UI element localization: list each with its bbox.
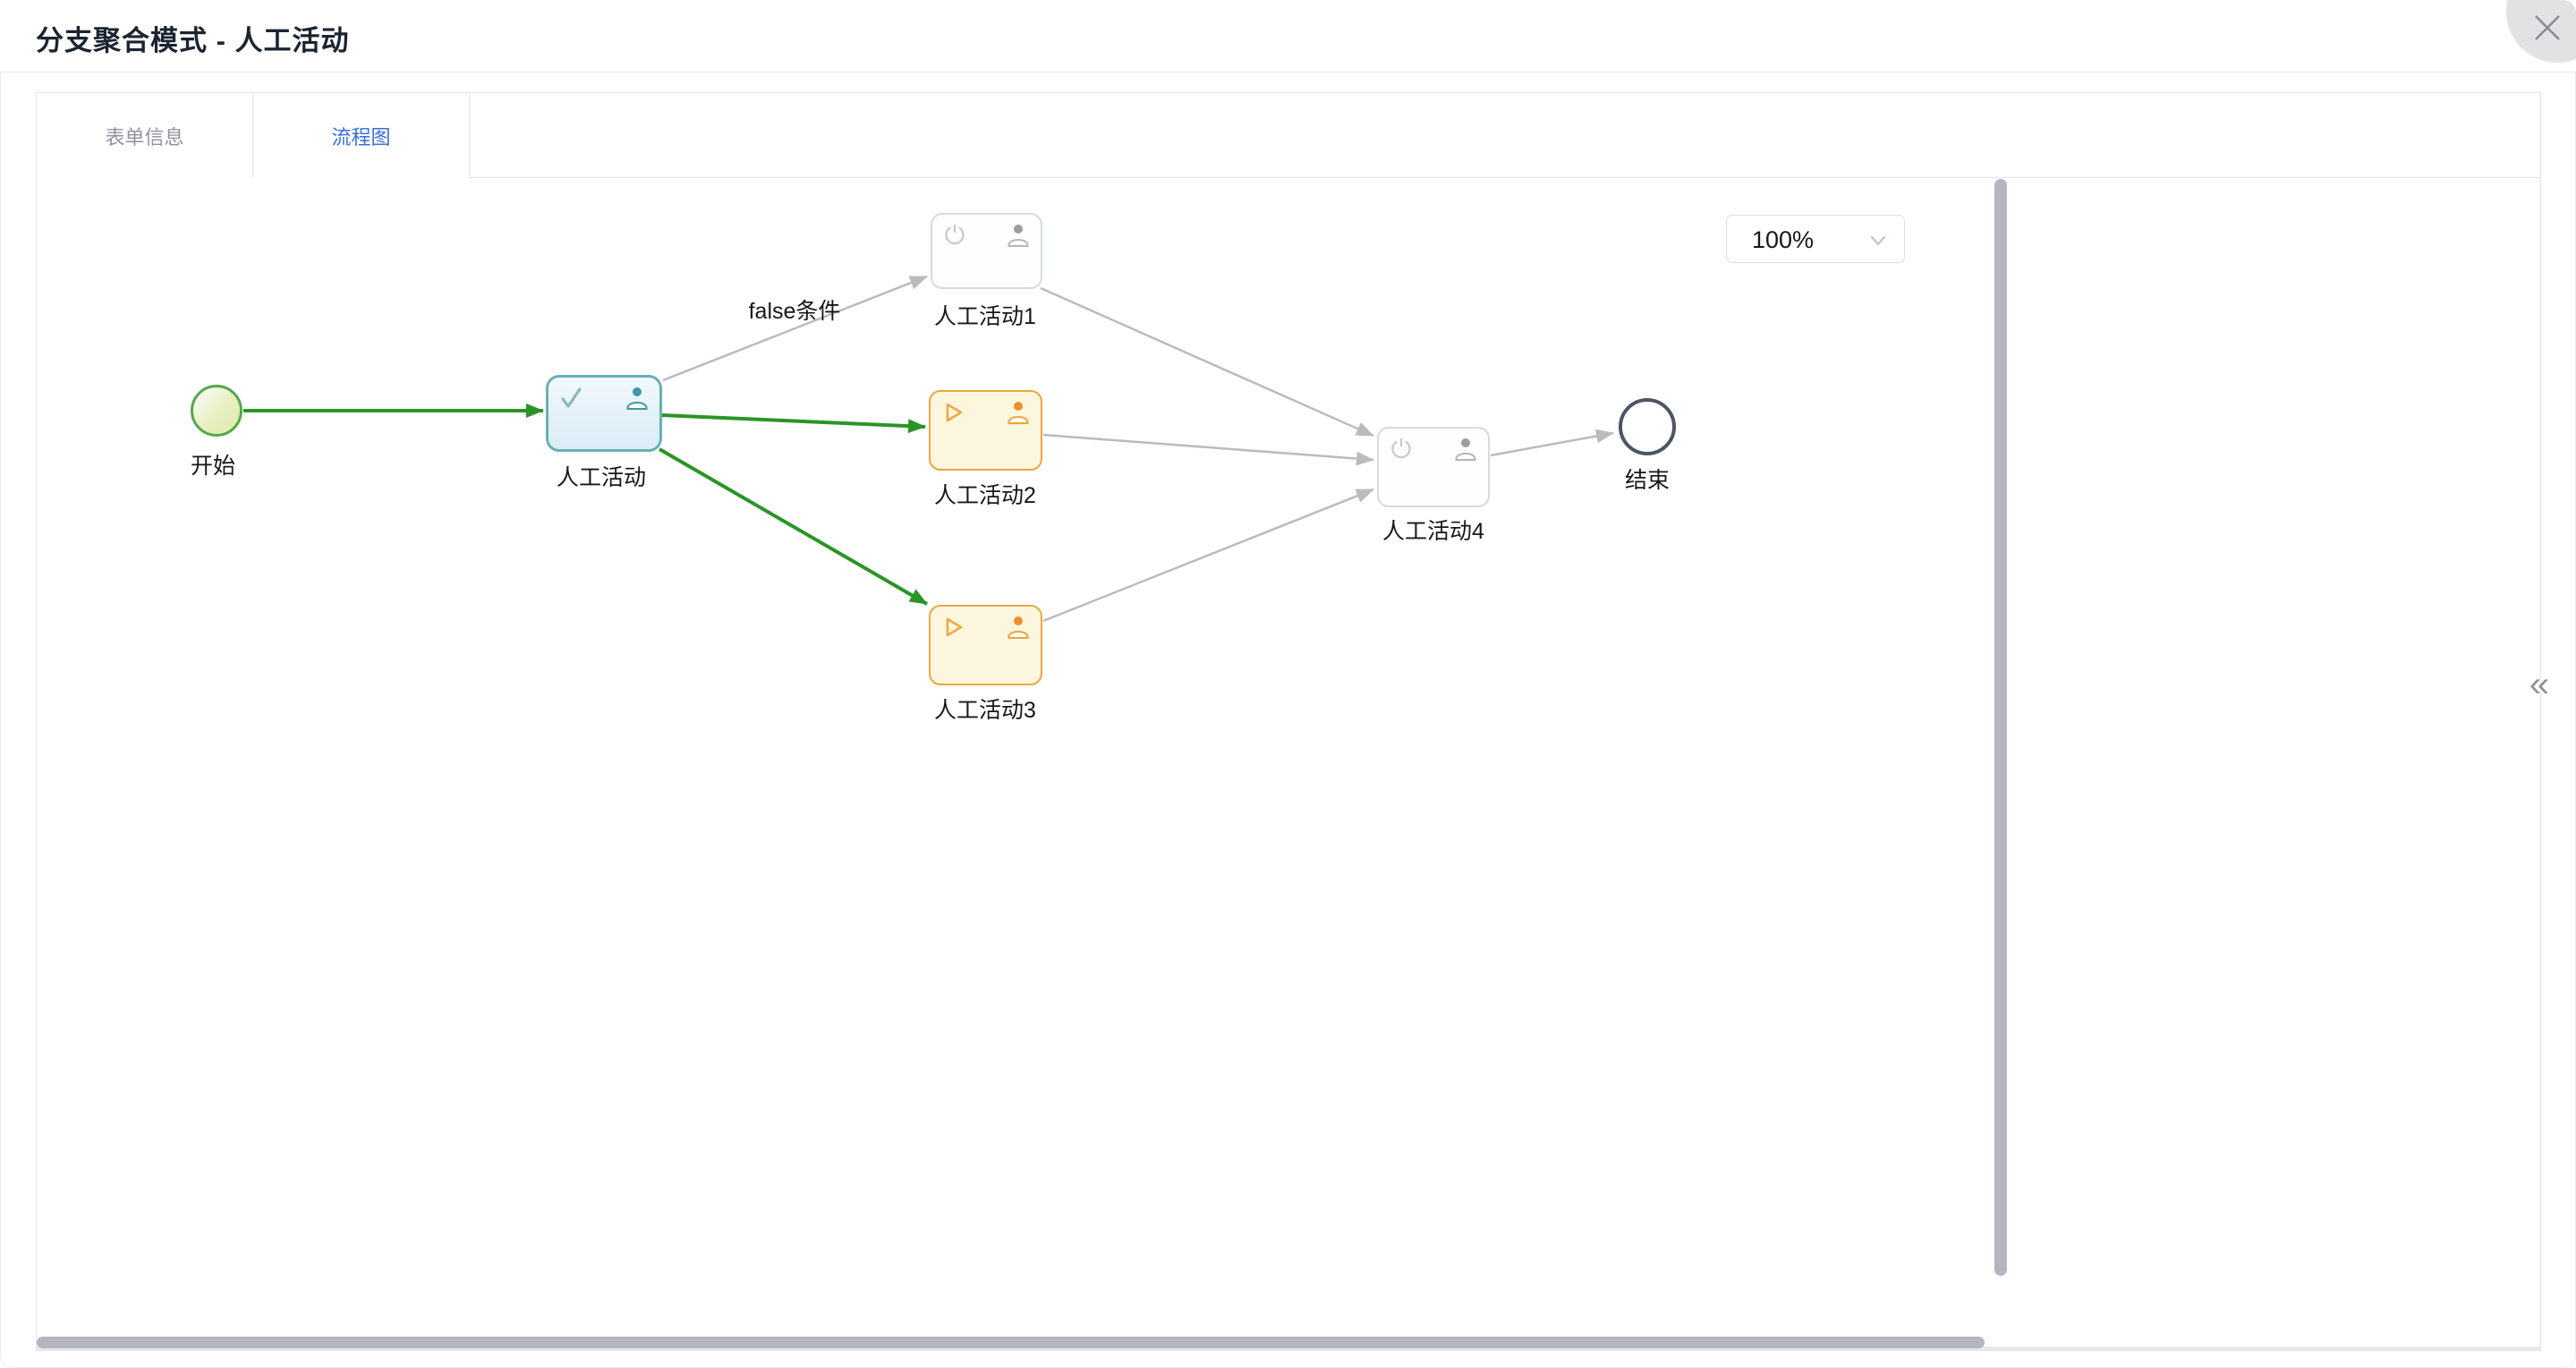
dialog-header: 分支聚合模式 - 人工活动	[0, 0, 2576, 72]
node-start-event[interactable]	[191, 385, 242, 437]
check-icon	[561, 387, 582, 408]
play-icon	[946, 403, 963, 422]
edge-task4-to-end	[1490, 429, 1614, 457]
flowchart-canvas[interactable]: 开始 人工活动 人工活动1 人工活动2 人工活动3 人工活动4 结束 false…	[37, 178, 2540, 1350]
expand-panel-button[interactable]: «	[2521, 666, 2557, 705]
node-user-task-4[interactable]	[1377, 427, 1490, 507]
edge-task-to-task2	[661, 413, 926, 434]
tab-strip: 表单信息 流程图	[37, 93, 2540, 179]
node-user-task-1[interactable]	[931, 213, 1042, 289]
node-user-task-2[interactable]	[929, 390, 1042, 471]
node-label-task1: 人工活动1	[934, 304, 1036, 329]
zoom-select[interactable]: 100%	[1726, 215, 1905, 263]
double-chevron-left-icon: «	[2529, 665, 2550, 704]
user-icon	[1455, 438, 1476, 461]
edge-task-to-task3	[658, 447, 929, 606]
node-end-event[interactable]	[1619, 398, 1676, 455]
chevron-down-icon	[1870, 235, 1886, 246]
tab-form-info-label: 表单信息	[105, 125, 184, 149]
tab-form-info[interactable]: 表单信息	[37, 93, 253, 178]
horizontal-scrollbar-track	[37, 1347, 2540, 1350]
user-icon	[626, 387, 648, 410]
power-icon	[945, 225, 965, 245]
user-icon	[1007, 225, 1029, 247]
node-label-task: 人工活动	[556, 465, 646, 490]
edge-task-to-task1	[662, 275, 928, 382]
node-label-task2: 人工活动2	[934, 483, 1036, 508]
tab-flowchart-label: 流程图	[331, 125, 391, 149]
horizontal-scrollbar[interactable]	[37, 1337, 1985, 1348]
page-title: 分支聚合模式 - 人工活动	[36, 25, 350, 56]
tab-flowchart[interactable]: 流程图	[253, 93, 470, 179]
node-label-end: 结束	[1624, 468, 1670, 493]
node-label-task3: 人工活动3	[934, 698, 1036, 723]
close-icon[interactable]	[2534, 14, 2561, 41]
edge-label-false-condition: false条件	[748, 299, 841, 324]
power-icon	[1391, 438, 1411, 459]
vertical-scrollbar[interactable]	[1994, 179, 2007, 1276]
edge-task2-to-task4	[1042, 433, 1374, 466]
node-label-task4: 人工活动4	[1382, 519, 1484, 544]
tabs-container: 表单信息 流程图 «	[36, 92, 2549, 1351]
node-user-task-3[interactable]	[929, 605, 1042, 685]
user-icon	[1007, 402, 1029, 424]
node-user-task[interactable]	[546, 375, 662, 452]
user-icon	[1007, 616, 1029, 639]
play-icon	[946, 617, 963, 637]
edge-task1-to-task4	[1040, 286, 1374, 438]
zoom-value: 100%	[1752, 226, 1815, 253]
edge-task3-to-task4	[1042, 488, 1374, 623]
node-label-start: 开始	[190, 454, 235, 479]
flow-edges	[243, 275, 1614, 623]
